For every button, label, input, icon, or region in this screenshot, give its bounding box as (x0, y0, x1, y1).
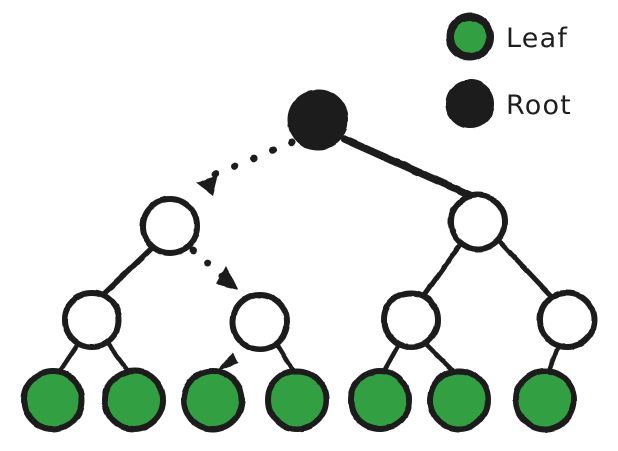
legend-item-leaf: Leaf (446, 13, 568, 61)
edge-right-to-rr (497, 239, 554, 299)
node-leaf-3[interactable] (181, 368, 245, 432)
edge-rl-to-leaf5 (381, 343, 401, 374)
edge-left-to-left-left (101, 245, 155, 297)
node-leaf-2[interactable] (102, 368, 166, 432)
node-leaf-6[interactable] (427, 368, 491, 432)
traversal-arrows-layer (189, 138, 296, 372)
arrow-root-to-left-child (196, 138, 296, 196)
node-leaf-4[interactable] (265, 368, 329, 432)
legend-item-root: Root (445, 79, 572, 129)
arrow-left-to-mid-child (189, 246, 238, 290)
edges-layer (57, 135, 561, 374)
node-root[interactable] (287, 89, 349, 151)
node-internal-left-left[interactable] (62, 290, 122, 350)
legend-label-leaf: Leaf (506, 23, 568, 54)
edge-ll-to-leaf1 (57, 341, 81, 374)
edge-rl-to-leaf6 (424, 342, 456, 374)
node-internal-right-right[interactable] (537, 290, 597, 350)
root-swatch-icon (445, 79, 495, 129)
edge-right-to-rl (422, 242, 463, 297)
leaf-swatch-icon (446, 13, 494, 61)
legend-label-root: Root (506, 90, 572, 121)
node-internal-right-left[interactable] (381, 290, 441, 350)
edge-rr-to-leaf7 (546, 344, 561, 374)
node-internal-left[interactable] (140, 196, 200, 256)
node-internal-left-right[interactable] (230, 292, 290, 352)
node-leaf-7[interactable] (513, 368, 577, 432)
arrow-mid-to-leaf3 (216, 352, 238, 372)
node-leaf-5[interactable] (348, 368, 412, 432)
edge-mid-to-leaf4 (274, 341, 296, 373)
edge-ll-to-leaf2 (105, 341, 131, 374)
edge-root-right-child (340, 135, 476, 200)
node-internal-right[interactable] (448, 192, 508, 252)
nodes-layer (21, 89, 597, 432)
legend: Leaf Root (445, 13, 572, 129)
node-leaf-1[interactable] (21, 368, 85, 432)
